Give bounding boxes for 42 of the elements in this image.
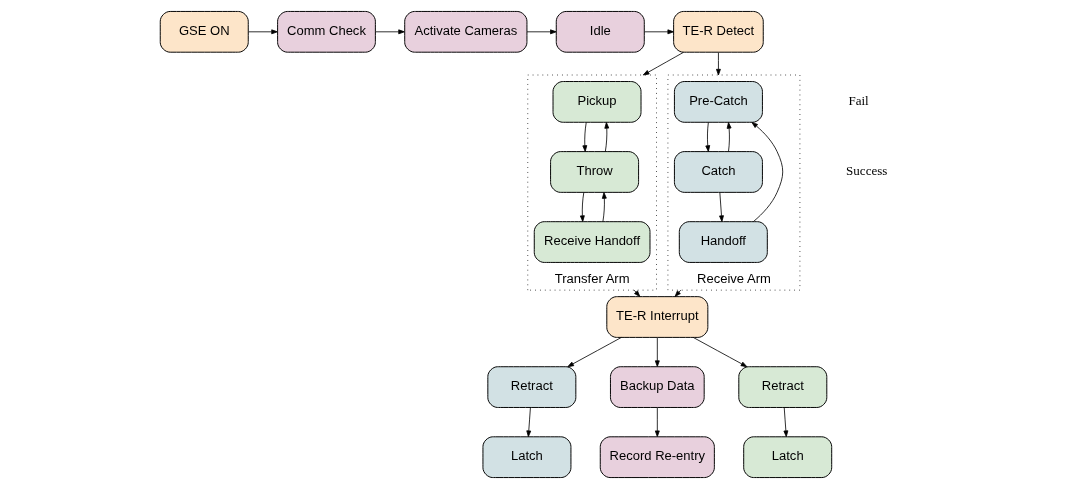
node-box: Latch (482, 436, 572, 479)
node-box: Retract (738, 366, 828, 408)
node-box: Record Re-entry (599, 436, 715, 479)
node-box: Catch (673, 151, 763, 193)
arrow (248, 29, 278, 35)
label: Success (846, 163, 888, 179)
arrow (633, 289, 641, 297)
node-box: Throw (550, 151, 640, 193)
arrow (643, 29, 674, 35)
node-box: GSE ON (159, 10, 249, 53)
node-box: Latch (743, 436, 833, 479)
node-box: Pickup (552, 81, 642, 123)
arrow (705, 122, 711, 152)
node-box: Pre-Catch (673, 81, 763, 123)
arrow (726, 122, 732, 152)
arrow (751, 122, 784, 222)
arrow (604, 122, 610, 152)
node-box: Receive Handoff (533, 221, 651, 263)
arrow (674, 289, 682, 297)
node-box: Activate Cameras (404, 10, 528, 53)
arrow (375, 29, 405, 35)
arrow (654, 407, 660, 437)
arrow (601, 192, 607, 222)
arrow (654, 337, 660, 367)
arrow (582, 122, 588, 152)
arrow (716, 52, 721, 76)
node-box: Backup Data (610, 366, 705, 408)
node-box: Comm Check (277, 10, 376, 53)
node-box: Retract (487, 366, 577, 408)
node-box: Idle (555, 10, 645, 53)
node-box: Handoff (678, 221, 768, 263)
node-box: TE-R Interrupt (606, 296, 709, 338)
arrow (579, 192, 585, 222)
arrow (719, 192, 724, 222)
arrow (526, 29, 557, 35)
arrow (526, 407, 532, 437)
arrow (567, 337, 622, 368)
node-box: TE-R Detect (673, 10, 764, 53)
arrow (642, 51, 685, 76)
arrow (783, 407, 789, 437)
label: Fail (848, 93, 869, 108)
arrow (692, 337, 748, 368)
